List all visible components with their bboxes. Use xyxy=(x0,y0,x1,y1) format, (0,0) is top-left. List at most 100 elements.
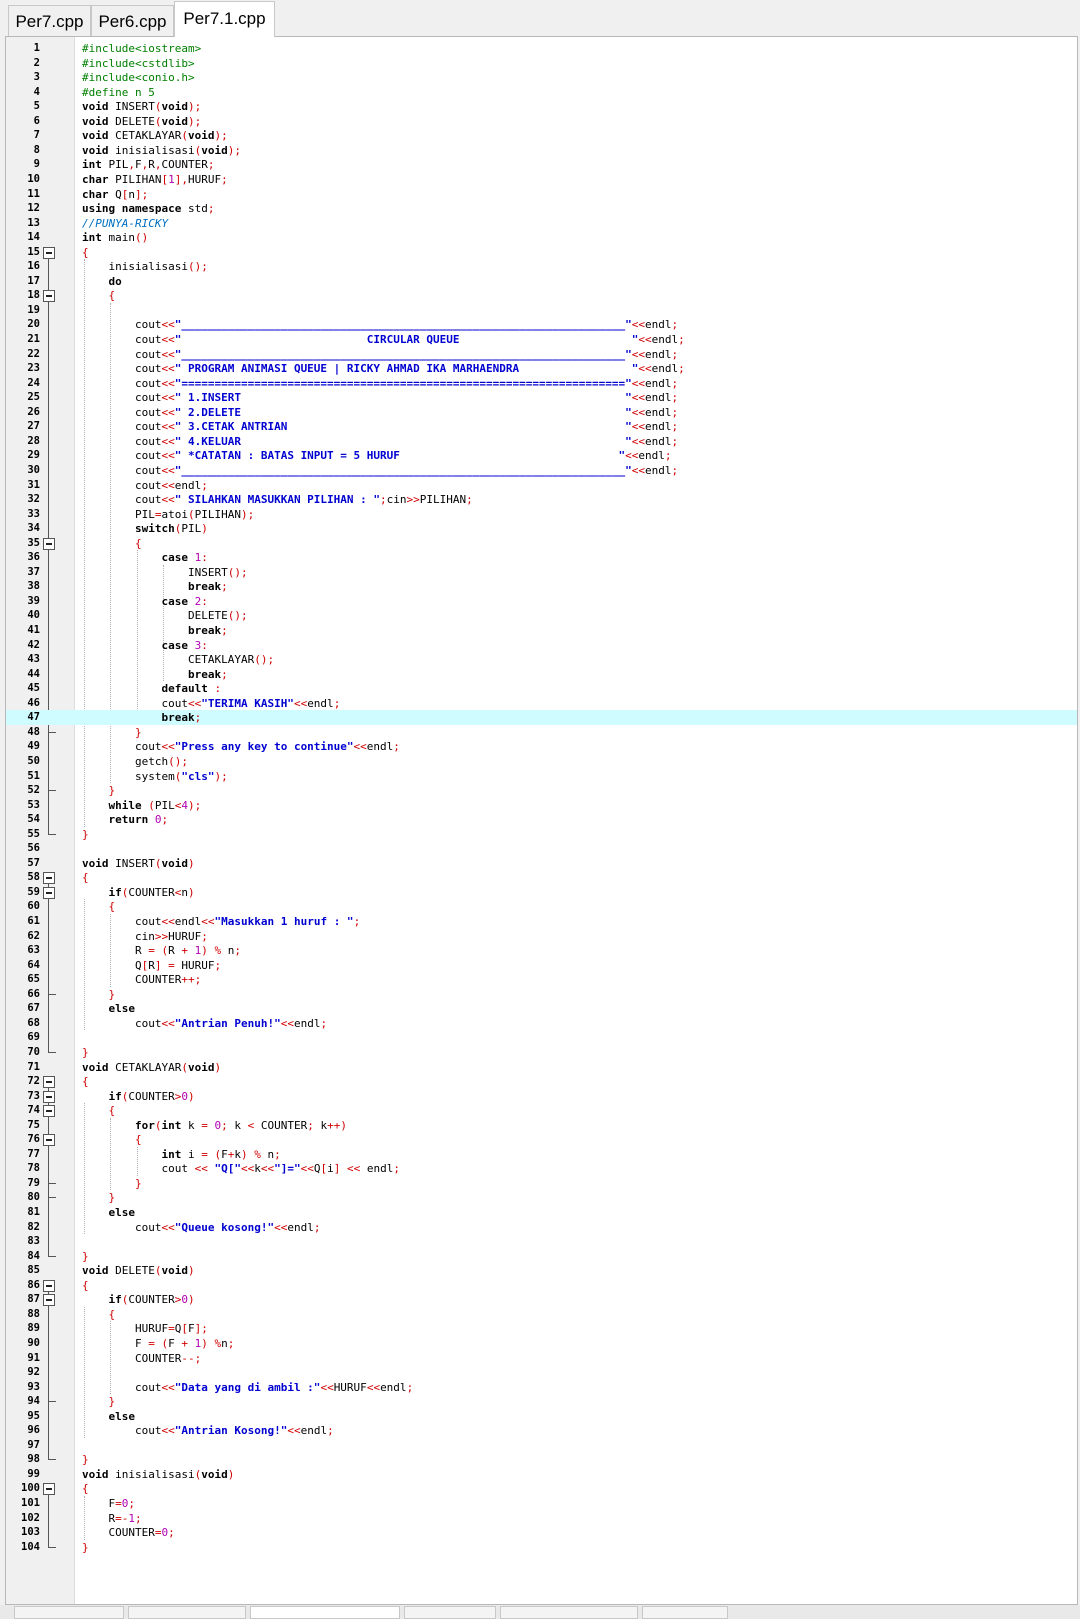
code-line[interactable]: 95 else xyxy=(6,1409,1077,1424)
code-line[interactable]: 35 { xyxy=(6,536,1077,551)
code-line[interactable]: 49 cout<<"Press any key to continue"<<en… xyxy=(6,739,1077,754)
code-line[interactable]: 92 xyxy=(6,1365,1077,1380)
fold-collapse-icon[interactable] xyxy=(43,537,55,550)
code-line[interactable]: 77 int i = (F+k) % n; xyxy=(6,1147,1077,1162)
code-line[interactable]: 73 if(COUNTER>0) xyxy=(6,1089,1077,1104)
code-line[interactable]: 31 cout<<endl; xyxy=(6,478,1077,493)
fold-collapse-icon[interactable] xyxy=(43,1483,55,1496)
code-line[interactable]: 22 cout<<"______________________________… xyxy=(6,347,1077,362)
code-line[interactable]: 75 for(int k = 0; k < COUNTER; k++) xyxy=(6,1118,1077,1133)
code-line[interactable]: 61 cout<<endl<<"Masukkan 1 huruf : "; xyxy=(6,914,1077,929)
code-line[interactable]: 25 cout<<" 1.INSERT "<<endl; xyxy=(6,390,1077,405)
code-line[interactable]: 84} xyxy=(6,1249,1077,1264)
code-line[interactable]: 39 case 2: xyxy=(6,594,1077,609)
code-line[interactable]: 54 return 0; xyxy=(6,812,1077,827)
code-line[interactable]: 63 R = (R + 1) % n; xyxy=(6,943,1077,958)
fold-collapse-icon[interactable] xyxy=(43,872,55,885)
code-line[interactable]: 101 F=0; xyxy=(6,1496,1077,1511)
debug-tab[interactable] xyxy=(404,1606,496,1619)
code-line[interactable]: 15{ xyxy=(6,245,1077,260)
code-line[interactable]: 26 cout<<" 2.DELETE "<<endl; xyxy=(6,405,1077,420)
code-line[interactable]: 104} xyxy=(6,1540,1077,1555)
code-line[interactable]: 34 switch(PIL) xyxy=(6,521,1077,536)
code-line[interactable]: 53 while (PIL<4); xyxy=(6,798,1077,813)
code-line[interactable]: 76 { xyxy=(6,1132,1077,1147)
code-line[interactable]: 82 cout<<"Queue kosong!"<<endl; xyxy=(6,1220,1077,1235)
fold-collapse-icon[interactable] xyxy=(43,290,55,303)
code-line[interactable]: 46 cout<<"TERIMA KASIH"<<endl; xyxy=(6,696,1077,711)
code-line[interactable]: 87 if(COUNTER>0) xyxy=(6,1292,1077,1307)
code-line[interactable]: 18 { xyxy=(6,288,1077,303)
fold-collapse-icon[interactable] xyxy=(43,886,55,899)
code-line[interactable]: 1#include<iostream> xyxy=(6,41,1077,56)
code-line[interactable]: 20 cout<<"______________________________… xyxy=(6,317,1077,332)
code-line[interactable]: 80 } xyxy=(6,1190,1077,1205)
code-line[interactable]: 2#include<cstdlib> xyxy=(6,56,1077,71)
code-line[interactable]: 47 break; xyxy=(6,710,1077,726)
tab-per7-cpp[interactable]: Per7.cpp xyxy=(8,5,91,36)
code-line[interactable]: 102 R=-1; xyxy=(6,1511,1077,1526)
find-results-tab[interactable] xyxy=(500,1606,638,1619)
code-line[interactable]: 33 PIL=atoi(PILIHAN); xyxy=(6,507,1077,522)
code-line[interactable]: 44 break; xyxy=(6,667,1077,682)
compile-log-tab[interactable] xyxy=(250,1606,400,1619)
code-line[interactable]: 30 cout<<"______________________________… xyxy=(6,463,1077,478)
code-line[interactable]: 17 do xyxy=(6,274,1077,289)
code-line[interactable]: 70} xyxy=(6,1045,1077,1060)
code-line[interactable]: 29 cout<<" *CATATAN : BATAS INPUT = 5 HU… xyxy=(6,448,1077,463)
code-line[interactable]: 38 break; xyxy=(6,579,1077,594)
code-line[interactable]: 103 COUNTER=0; xyxy=(6,1525,1077,1540)
code-line[interactable]: 50 getch(); xyxy=(6,754,1077,769)
code-line[interactable]: 65 COUNTER++; xyxy=(6,972,1077,987)
code-line[interactable]: 58{ xyxy=(6,870,1077,885)
code-line[interactable]: 52 } xyxy=(6,783,1077,798)
tab-per7-1-cpp[interactable]: Per7.1.cpp xyxy=(174,1,275,37)
code-line[interactable]: 28 cout<<" 4.KELUAR "<<endl; xyxy=(6,434,1077,449)
code-line[interactable]: 51 system("cls"); xyxy=(6,769,1077,784)
code-line[interactable]: 78 cout << "Q["<<k<<"]="<<Q[i] << endl; xyxy=(6,1161,1077,1176)
code-line[interactable]: 55} xyxy=(6,827,1077,842)
code-line[interactable]: 98} xyxy=(6,1452,1077,1467)
fold-collapse-icon[interactable] xyxy=(43,1279,55,1292)
code-line[interactable]: 93 cout<<"Data yang di ambil :"<<HURUF<<… xyxy=(6,1380,1077,1395)
fold-collapse-icon[interactable] xyxy=(43,1090,55,1103)
code-line[interactable]: 27 cout<<" 3.CETAK ANTRIAN "<<endl; xyxy=(6,419,1077,434)
code-line[interactable]: 100{ xyxy=(6,1481,1077,1496)
code-line[interactable]: 91 COUNTER--; xyxy=(6,1351,1077,1366)
code-line[interactable]: 90 F = (F + 1) %n; xyxy=(6,1336,1077,1351)
code-line[interactable]: 3#include<conio.h> xyxy=(6,70,1077,85)
code-line[interactable]: 60 { xyxy=(6,899,1077,914)
code-line[interactable]: 69 xyxy=(6,1030,1077,1045)
code-line[interactable]: 72{ xyxy=(6,1074,1077,1089)
fold-collapse-icon[interactable] xyxy=(43,1134,55,1147)
resources-tab[interactable] xyxy=(128,1606,246,1619)
fold-collapse-icon[interactable] xyxy=(43,1076,55,1089)
code-line[interactable]: 41 break; xyxy=(6,623,1077,638)
code-line[interactable]: 94 } xyxy=(6,1394,1077,1409)
code-editor[interactable]: 1#include<iostream>2#include<cstdlib>3#i… xyxy=(5,36,1078,1605)
code-line[interactable]: 56 xyxy=(6,841,1077,856)
code-line[interactable]: 24 cout<<"==============================… xyxy=(6,376,1077,391)
fold-collapse-icon[interactable] xyxy=(43,1105,55,1118)
code-line[interactable]: 89 HURUF=Q[F]; xyxy=(6,1321,1077,1336)
code-line[interactable]: 36 case 1: xyxy=(6,550,1077,565)
fold-collapse-icon[interactable] xyxy=(43,1294,55,1307)
fold-collapse-icon[interactable] xyxy=(43,246,55,259)
code-line[interactable]: 40 DELETE(); xyxy=(6,608,1077,623)
tab-per6-cpp[interactable]: Per6.cpp xyxy=(91,5,174,36)
code-line[interactable]: 81 else xyxy=(6,1205,1077,1220)
code-line[interactable]: 74 { xyxy=(6,1103,1077,1118)
code-line[interactable]: 32 cout<<" SILAHKAN MASUKKAN PILIHAN : "… xyxy=(6,492,1077,507)
code-line[interactable]: 43 CETAKLAYAR(); xyxy=(6,652,1077,667)
